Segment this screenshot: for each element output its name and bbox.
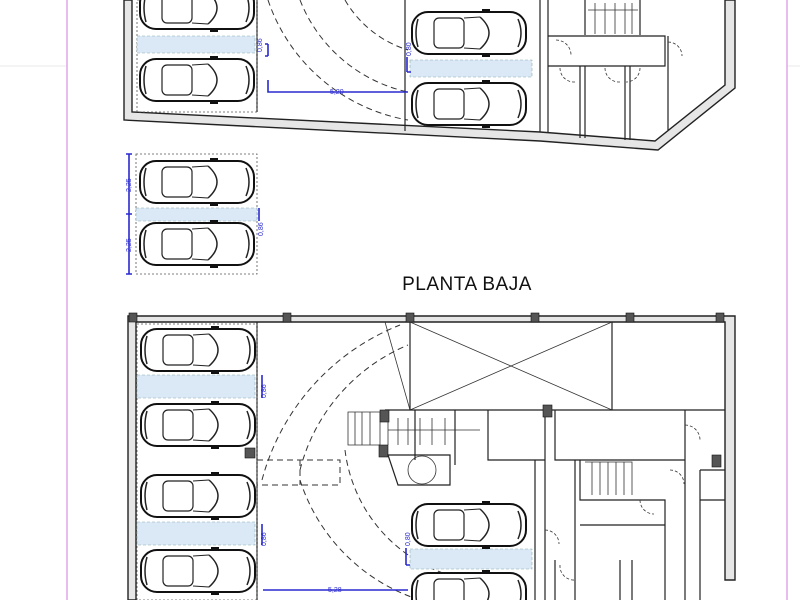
dim-top-left-gap: 0,86 <box>257 38 264 52</box>
ground-floor-plan: 0,86 0,86 0,80 5,28 <box>127 312 736 600</box>
dim-slot-2: 2,25 <box>126 238 133 252</box>
dim-slot-gap: 0,86 <box>258 222 265 236</box>
parking-slot-legend: 2,25 2,25 0,86 <box>126 153 265 275</box>
dim-lower-gap-2: 0,86 <box>261 532 268 546</box>
plan-title: PLANTA BAJA <box>402 274 532 295</box>
dim-lower-gap-1: 0,86 <box>261 384 268 398</box>
dim-top-right-gap: 0,80 <box>406 42 413 56</box>
dim-top-width: 5,20 <box>330 89 344 96</box>
upper-floor-plan: 0,86 0,80 5,20 <box>123 0 736 151</box>
dim-slot-1: 2,25 <box>126 178 133 192</box>
dim-lower-right-gap: 0,80 <box>405 532 412 546</box>
dim-lower-width: 5,28 <box>328 587 342 594</box>
